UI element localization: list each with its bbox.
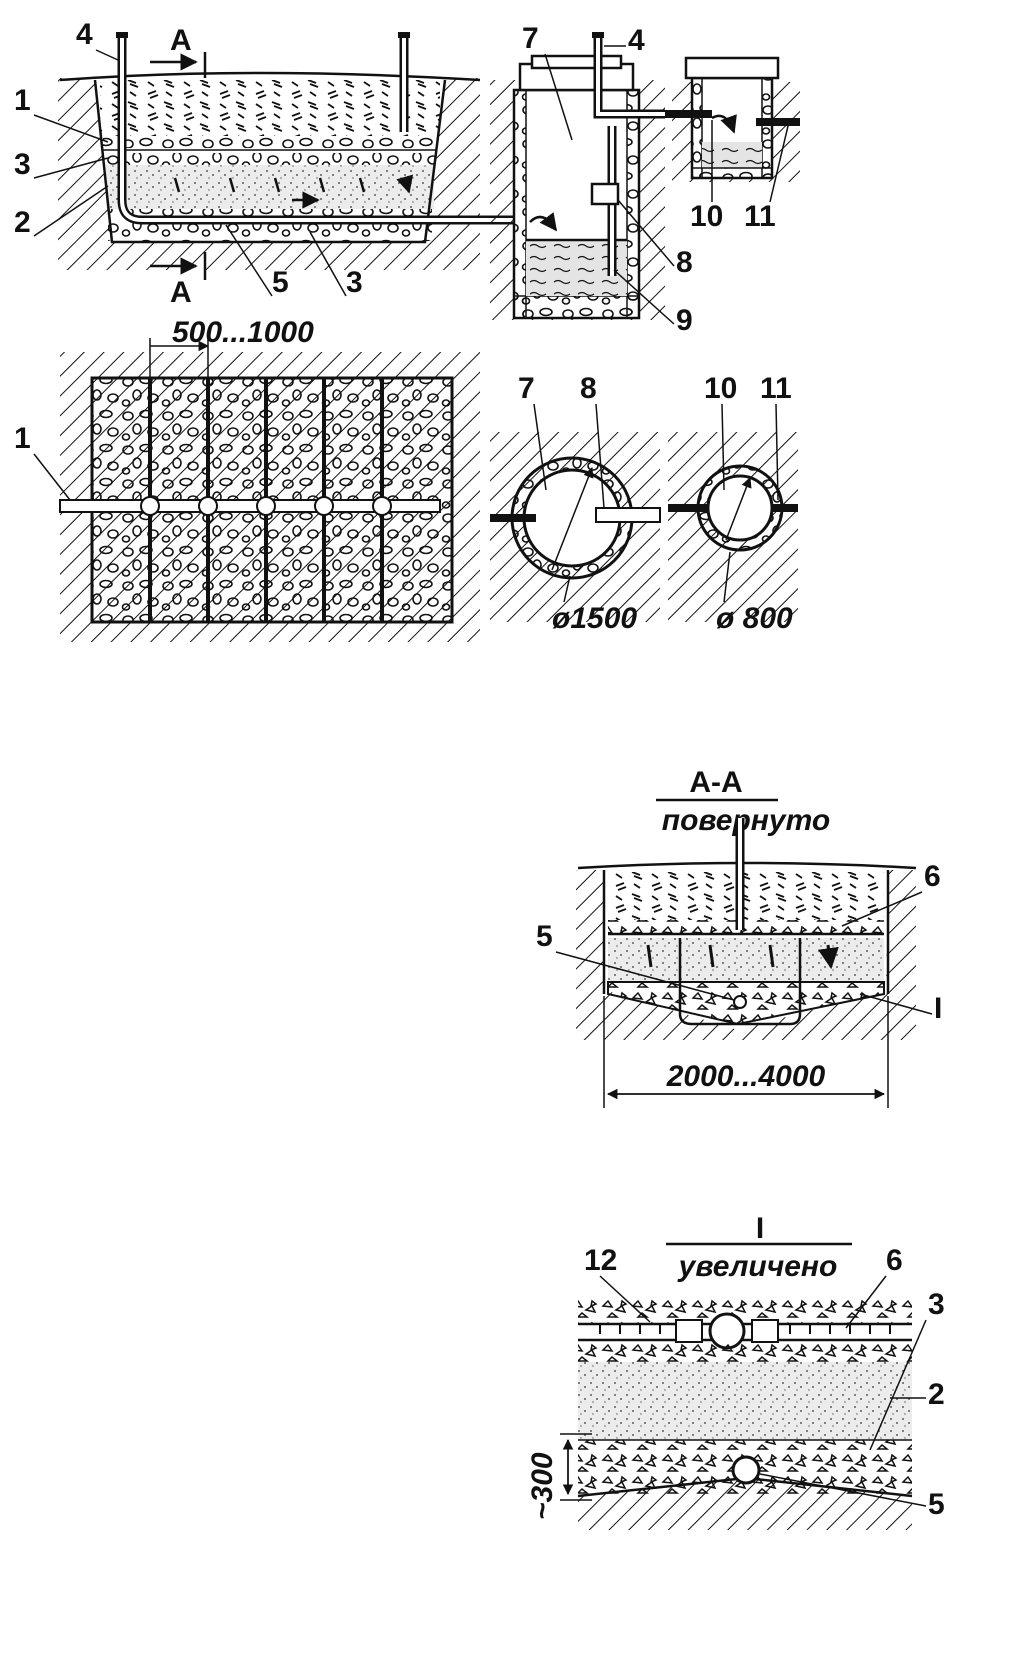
filter-field-plan: 500...1000 1: [14, 316, 480, 642]
gravel-layer-2: [104, 153, 436, 165]
callout-12: 12: [584, 1244, 617, 1277]
filter-trench-section: 4 A A 1 3 2 5 3: [14, 18, 520, 309]
gravel-layer-lower: [108, 209, 432, 241]
sand-layer: [106, 165, 434, 209]
gravel-layer-upper: [103, 136, 438, 148]
tee-fitting: [590, 182, 620, 206]
callout-11: 11: [744, 200, 776, 233]
callout-9: 9: [676, 304, 693, 337]
callout-8-plan: 8: [580, 372, 597, 405]
callout-2: 2: [14, 206, 31, 239]
section-marker-a-bottom: A: [170, 276, 192, 309]
soil-layer: [100, 80, 440, 136]
callout-3-lower: 3: [346, 266, 363, 299]
inspection-well-plan: 10 11 ø 800: [668, 372, 798, 635]
detail-i: I увеличено ~300 12 6 3: [526, 1212, 945, 1530]
callout-5-detail: 5: [928, 1488, 945, 1521]
drain-pipe-lower: [731, 1455, 761, 1485]
dimension-width: 2000...4000: [666, 1060, 826, 1093]
callout-10-plan: 10: [704, 372, 737, 405]
detail-i-title: I: [756, 1212, 764, 1245]
callout-6-detail: 6: [886, 1244, 903, 1277]
diameter-800: ø 800: [716, 602, 793, 635]
callout-8: 8: [676, 246, 693, 279]
callout-3: 3: [14, 148, 31, 181]
inspection-well-section: 10 11: [665, 56, 800, 233]
callout-5-aa: 5: [536, 920, 553, 953]
settling-well-plan: 7 8 ø1500: [490, 372, 661, 635]
callout-11-plan: 11: [760, 372, 792, 405]
callout-2-detail: 2: [928, 1378, 945, 1411]
callout-7-plan: 7: [518, 372, 535, 405]
flow-arrows: [173, 178, 409, 192]
diameter-1500: ø1500: [552, 602, 637, 635]
section-aa-subtitle: повернуто: [662, 804, 830, 837]
callout-i-aa: I: [934, 992, 942, 1025]
callout-1-plan: 1: [14, 422, 31, 455]
callout-10: 10: [690, 200, 723, 233]
callout-6-aa: 6: [924, 860, 941, 893]
callout-5: 5: [272, 266, 289, 299]
callout-1: 1: [14, 84, 31, 117]
detail-i-subtitle: увеличено: [677, 1250, 838, 1283]
callout-4-well: 4: [628, 24, 645, 57]
settling-well-section: 4 7 8 9: [490, 22, 693, 337]
dimension-depth: ~300: [526, 1452, 559, 1520]
callout-4: 4: [76, 18, 93, 51]
callout-3-detail: 3: [928, 1288, 945, 1321]
section-marker-a: A: [170, 24, 192, 57]
section-a-a: А-А повернуто 6 5 I 2000...4000: [536, 766, 942, 1108]
section-aa-title: А-А: [689, 766, 742, 799]
callout-7: 7: [522, 22, 539, 55]
dimension-spacing: 500...1000: [172, 316, 314, 349]
